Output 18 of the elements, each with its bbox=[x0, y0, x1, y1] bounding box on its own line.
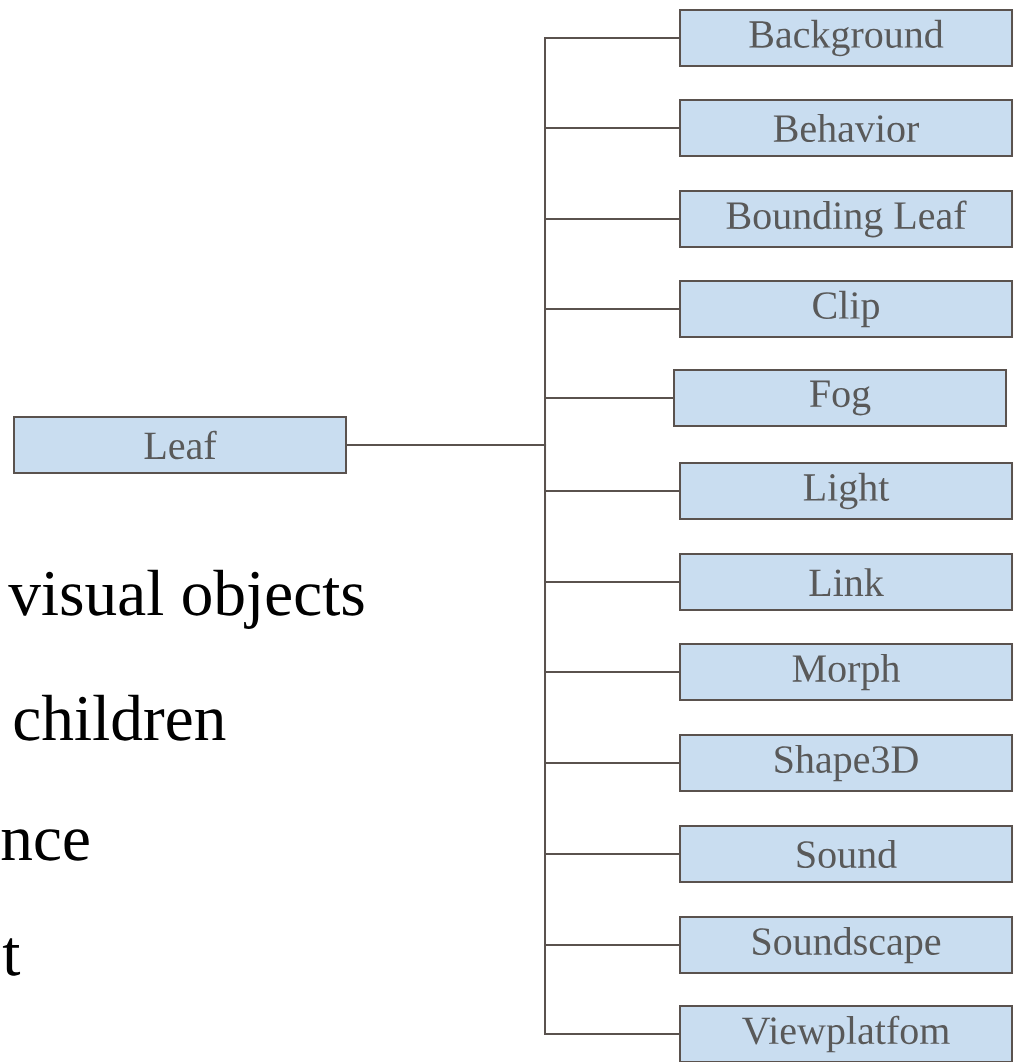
text-line: t bbox=[2, 938, 21, 976]
text-line: children bbox=[14, 694, 226, 741]
tree-connector bbox=[346, 444, 680, 1035]
class-box: Morph bbox=[679, 643, 1013, 701]
class-box: Sound bbox=[679, 825, 1013, 883]
text-line: visual objects bbox=[8, 569, 364, 629]
class-box: Leaf bbox=[13, 416, 347, 474]
class-box: Soundscape bbox=[679, 916, 1013, 974]
class-box: Shape3D bbox=[679, 734, 1013, 792]
text-line: nce bbox=[1, 829, 89, 861]
class-box: Bounding Leaf bbox=[679, 190, 1013, 248]
class-box: Light bbox=[679, 462, 1013, 520]
class-box: Fog bbox=[673, 369, 1007, 427]
class-box: Behavior bbox=[679, 99, 1013, 157]
class-box: Clip bbox=[679, 280, 1013, 338]
class-box: Background bbox=[679, 9, 1013, 67]
class-box: Link bbox=[679, 553, 1013, 611]
class-box: Viewplatfom bbox=[679, 1005, 1013, 1062]
